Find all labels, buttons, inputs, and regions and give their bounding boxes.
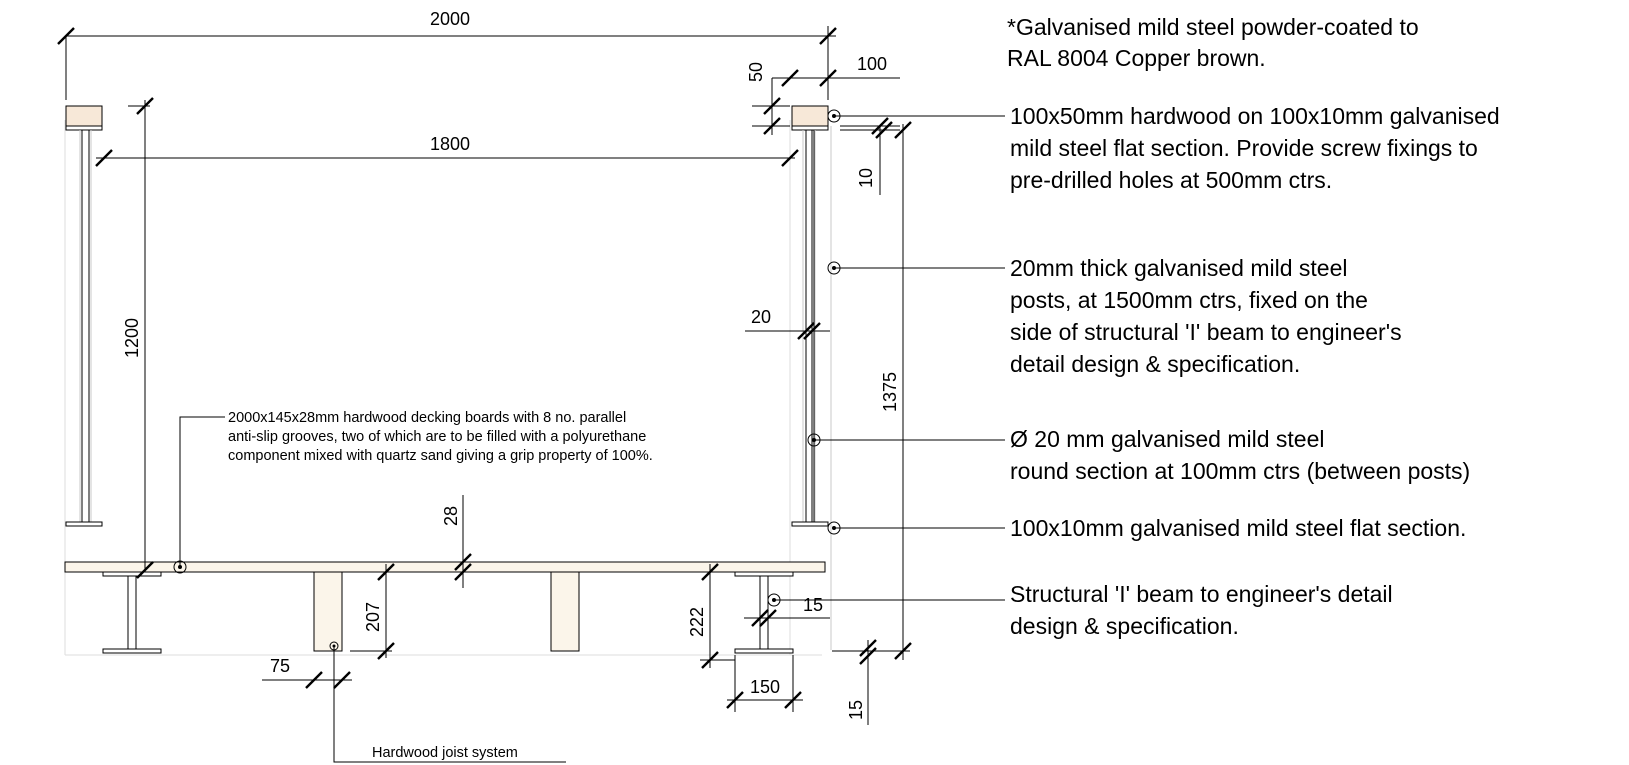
note-balusters: Ø 20 mm galvanised mild steel round sect… [1010, 426, 1470, 484]
left-i-beam [102, 571, 162, 654]
note-i-beam: Structural 'I' beam to engineer's detail… [1010, 581, 1399, 639]
left-railing [65, 105, 103, 527]
hardwood-joist-1 [313, 571, 343, 652]
dim-1800: 1800 [430, 134, 470, 154]
dimension-labels: 2000 1800 1200 50 100 10 20 1375 28 207 … [122, 9, 900, 720]
left-handrail-flat [65, 125, 103, 131]
dim-222: 222 [687, 607, 707, 637]
dim-150: 150 [750, 677, 780, 697]
dim-207: 207 [363, 602, 383, 632]
marker-balusters [807, 433, 821, 447]
dim-100: 100 [857, 54, 887, 74]
dim-2000: 2000 [430, 9, 470, 29]
right-bottom-rail [791, 521, 829, 527]
left-post [81, 129, 90, 523]
hardwood-joist-2 [550, 571, 580, 652]
note-posts: 20mm thick galvanised mild steel posts, … [1010, 255, 1408, 377]
decking-board [64, 561, 826, 573]
right-handrail [791, 105, 829, 127]
left-bottom-rail [65, 521, 103, 527]
dim-50: 50 [746, 62, 766, 82]
marker-bottom-rail [827, 521, 841, 535]
marker-joist [329, 641, 339, 651]
marker-handrail [827, 109, 841, 123]
marker-decking [173, 560, 187, 574]
left-handrail [65, 105, 103, 127]
dim-75: 75 [270, 656, 290, 676]
note-bottom-rail: 100x10mm galvanised mild steel flat sect… [1010, 515, 1466, 541]
callout-leaders [173, 109, 1005, 763]
dim-15-base: 15 [846, 700, 866, 720]
dimension-lines [57, 26, 912, 725]
right-handrail-flat [791, 125, 829, 131]
dim-20: 20 [751, 307, 771, 327]
marker-posts [827, 261, 841, 275]
dim-28: 28 [441, 506, 461, 526]
dim-10: 10 [856, 168, 876, 188]
marker-i-beam [767, 593, 781, 607]
note-handrail: 100x50mm hardwood on 100x10mm galvanised… [1010, 103, 1506, 193]
dim-1375: 1375 [880, 372, 900, 412]
dim-1200: 1200 [122, 318, 142, 358]
dim-15-flange: 15 [803, 595, 823, 615]
note-decking: 2000x145x28mm hardwood decking boards wi… [228, 410, 653, 464]
note-joist: Hardwood joist system [372, 745, 518, 761]
annotation-notes: *Galvanised mild steel powder-coated to … [1007, 14, 1506, 639]
note-finish: *Galvanised mild steel powder-coated to … [1007, 14, 1425, 71]
